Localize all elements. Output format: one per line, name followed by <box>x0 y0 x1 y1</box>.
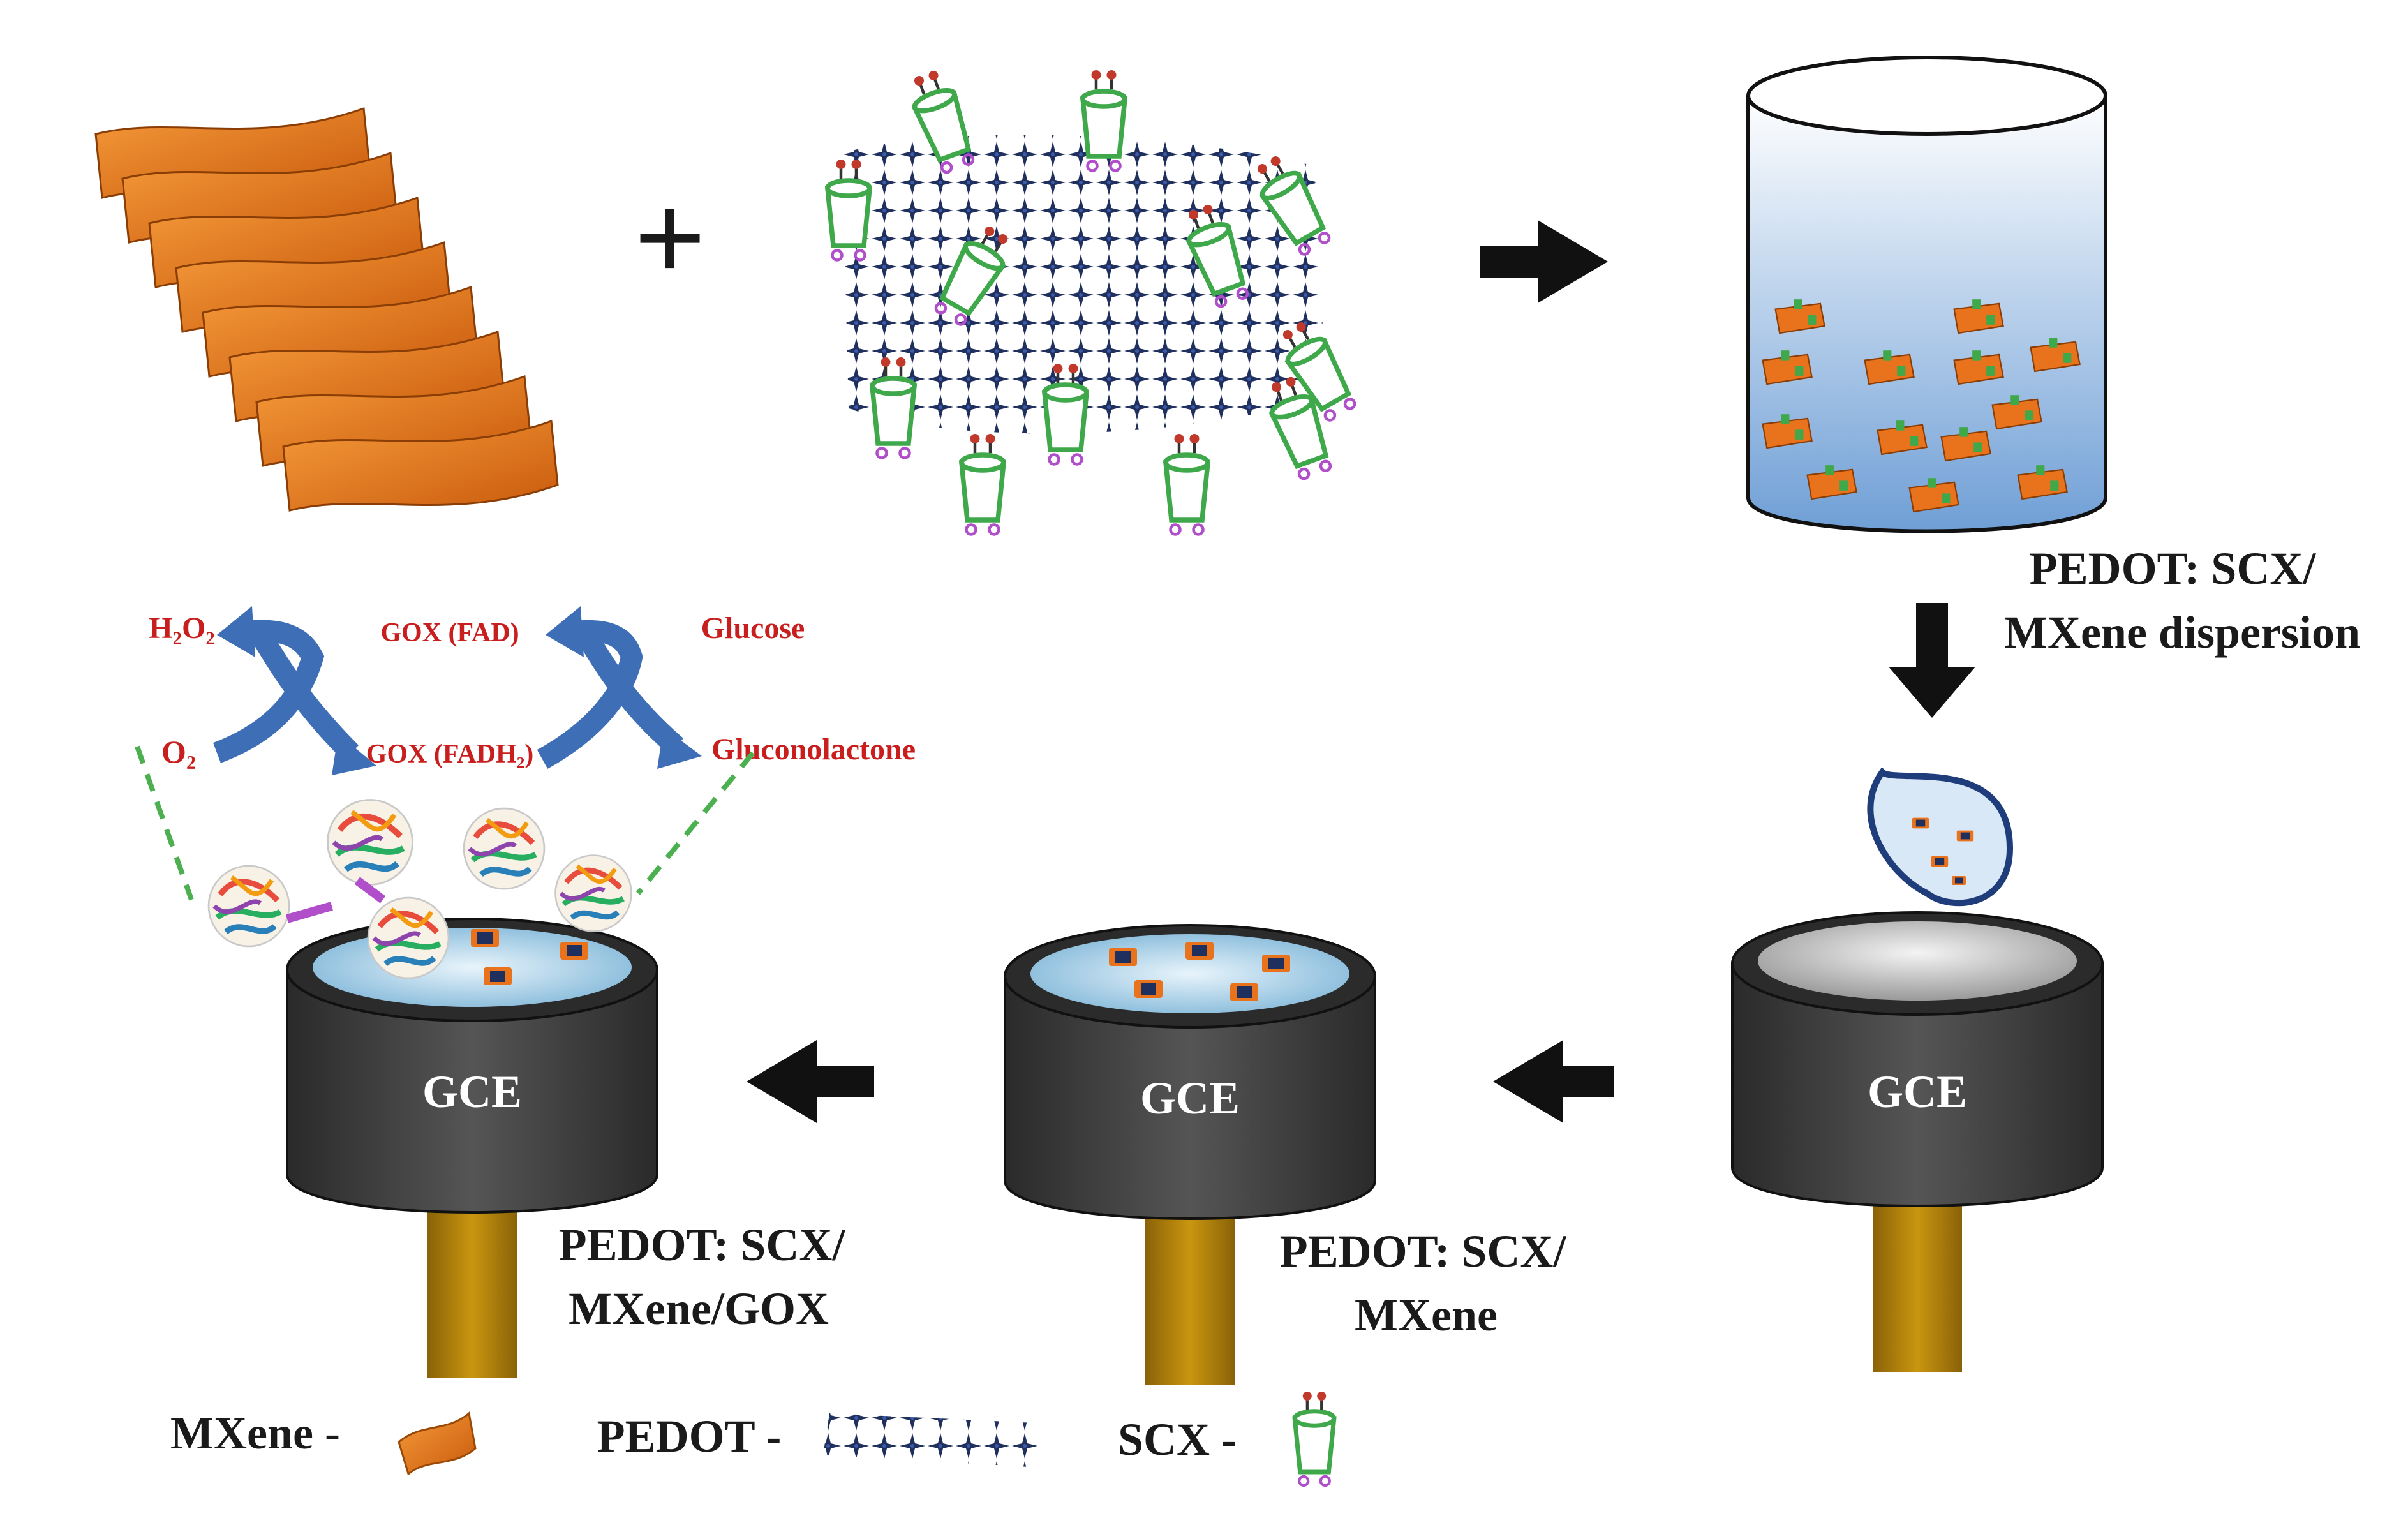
electrode-body <box>286 969 658 1214</box>
mxene-chip <box>1109 948 1137 966</box>
zoom-line-left <box>135 745 194 901</box>
gce-electrode-mxene <box>1004 924 1376 1385</box>
gce-label-1: GCE <box>422 1066 522 1117</box>
gce-label-2: GCE <box>1140 1073 1240 1124</box>
gox-enzyme <box>209 866 289 946</box>
right-arrow-1 <box>1480 220 1608 303</box>
linker <box>286 902 333 923</box>
zoom-line-right <box>635 751 755 895</box>
scx-cup <box>1166 434 1208 535</box>
electrode-shaft <box>1873 1206 1962 1372</box>
mid-electrode-label-line2: MXene <box>1355 1290 1498 1341</box>
mxene-chip <box>1230 983 1258 1001</box>
gce-electrode-bare <box>1731 911 2104 1372</box>
legend-pedot-label: PEDOT - <box>597 1411 782 1462</box>
o2-label: O₂ <box>161 734 196 770</box>
electrode-shaft <box>1145 1219 1235 1385</box>
mxene-chip <box>1262 955 1290 972</box>
gluconolactone-label: Gluconolactone <box>711 733 916 766</box>
legend-pedot-icon <box>823 1413 1040 1468</box>
electrode-surface <box>1758 921 2077 1001</box>
legend-scx-label: SCX - <box>1118 1414 1237 1465</box>
mxene-chip <box>560 942 588 960</box>
gox-fad-label: GOX (FAD) <box>380 618 519 648</box>
mxene-chip <box>1134 980 1163 998</box>
reaction-arrows <box>212 606 702 775</box>
gce-label-3: GCE <box>1868 1066 1967 1117</box>
mxene-chip <box>471 929 499 947</box>
down-arrow <box>1889 603 1975 718</box>
mxene-sheet <box>282 419 559 512</box>
dispersion-label-line1: PEDOT: SCX/ <box>2030 543 2317 594</box>
mxene-chip <box>1185 942 1214 960</box>
enzyme-icon <box>209 800 632 979</box>
gox-fadh2-label: GOX (FADH₂) <box>366 740 534 769</box>
mxene-stack-icon <box>94 107 559 512</box>
gox-enzyme <box>368 898 449 978</box>
mxene-chip <box>484 967 512 985</box>
legend-scx-icon <box>1295 1392 1334 1485</box>
beaker-icon <box>1746 56 2107 533</box>
dispersion-label-line2: MXene dispersion <box>2004 607 2360 658</box>
scx-cup <box>962 434 1004 535</box>
electrode-shaft <box>427 1212 517 1378</box>
mid-electrode-label-line1: PEDOT: SCX/ <box>1280 1226 1567 1277</box>
gox-enzyme <box>328 800 413 885</box>
droplet-icon <box>1867 767 2014 907</box>
electrode-body <box>1731 962 2104 1207</box>
plus-sign: + <box>634 168 706 309</box>
linker <box>354 877 386 904</box>
legend-mxene-label: MXene - <box>170 1408 340 1459</box>
h2o2-label: H₂O₂ <box>149 611 214 645</box>
left-arrow-1 <box>1493 1040 1614 1123</box>
final-electrode-label-line2: MXene/GOX <box>569 1283 829 1334</box>
final-electrode-label-line1: PEDOT: SCX/ <box>559 1219 846 1270</box>
glucose-label: Glucose <box>701 611 805 645</box>
gox-enzyme <box>464 808 544 889</box>
legend-mxene-icon <box>398 1411 477 1476</box>
scx-cup <box>1083 70 1125 171</box>
left-arrow-2 <box>747 1040 874 1123</box>
electrode-body <box>1004 975 1376 1220</box>
gox-enzyme <box>556 856 632 932</box>
